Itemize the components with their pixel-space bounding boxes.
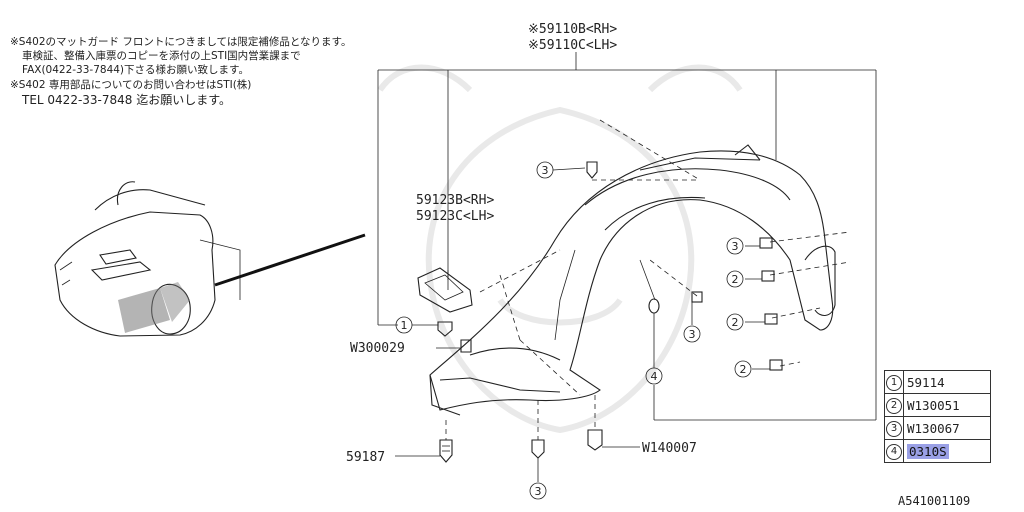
pointer-line — [214, 233, 366, 287]
svg-text:1: 1 — [401, 319, 408, 332]
callout-1: 1 — [395, 316, 413, 334]
car-illustration — [54, 181, 366, 337]
label-59187: 59187 — [346, 450, 385, 465]
dashed-leaders — [445, 119, 851, 440]
callout-3-right-top: 3 — [726, 237, 744, 255]
svg-text:2: 2 — [732, 316, 739, 329]
note-line-3: FAX(0422-33-7844)下さる様お願い致します。 — [22, 64, 249, 76]
callout-2-a: 2 — [726, 270, 744, 288]
note-line-4: ※S402 専用部品についてのお問い合わせはSTI(株) — [10, 79, 252, 91]
callout-2-c: 2 — [734, 360, 752, 378]
parts-legend-table: 1 59114 2 W130051 3 W130067 4 0310S — [884, 370, 991, 463]
callout-3-mid: 3 — [683, 325, 701, 343]
bracket-59123 — [417, 267, 473, 313]
label-w300029: W300029 — [350, 341, 405, 356]
svg-text:3: 3 — [732, 240, 739, 253]
callout-3-bottom: 3 — [529, 482, 547, 500]
legend-number: 4 — [886, 444, 902, 460]
fender-label-bracket — [377, 52, 877, 326]
legend-number: 3 — [886, 421, 902, 437]
svg-text:3: 3 — [535, 485, 542, 498]
svg-text:4: 4 — [651, 370, 658, 383]
label-leaders — [395, 167, 877, 482]
watermark-emblem — [377, 64, 743, 434]
legend-number: 2 — [886, 398, 902, 414]
label-fender-lh: ※59110C<LH> — [528, 38, 617, 53]
svg-text:3: 3 — [542, 164, 549, 177]
legend-row[interactable]: 2 W130051 — [884, 393, 991, 417]
legend-part-code[interactable]: W130051 — [903, 393, 991, 417]
note-line-1: ※S402のマットガード フロントにつきましては限定補修品となります。 — [10, 36, 352, 48]
legend-part-code-highlighted[interactable]: 0310S — [907, 443, 949, 459]
note-line-5: TEL 0422-33-7848 迄お願いします。 — [22, 93, 232, 107]
mat-guard-mesh — [118, 288, 170, 333]
callout-2-b: 2 — [726, 313, 744, 331]
svg-text:3: 3 — [689, 328, 696, 341]
diagram-reference-code: A541001109 — [898, 494, 971, 508]
legend-row[interactable]: 1 59114 — [884, 370, 991, 394]
note-line-2: 車検証、整備入庫票のコピーを添付の上STI国内営業課まで — [22, 50, 301, 62]
callout-4: 4 — [645, 367, 663, 385]
label-fender-rh: ※59110B<RH> — [528, 22, 617, 37]
mat-guard-front — [429, 144, 836, 416]
mat-guard-mesh-side — [160, 282, 190, 322]
svg-text:2: 2 — [740, 363, 747, 376]
callout-3-top: 3 — [536, 161, 554, 179]
legend-number: 1 — [886, 375, 902, 391]
svg-text:2: 2 — [732, 273, 739, 286]
legend-row[interactable]: 3 W130067 — [884, 416, 991, 440]
label-bracket-lh: 59123C<LH> — [416, 209, 494, 224]
legend-row[interactable]: 4 0310S — [884, 439, 991, 463]
legend-part-code[interactable]: W130067 — [903, 416, 991, 440]
label-w140007: W140007 — [642, 441, 697, 456]
label-bracket-rh: 59123B<RH> — [416, 193, 494, 208]
legend-part-code[interactable]: 59114 — [903, 370, 991, 394]
